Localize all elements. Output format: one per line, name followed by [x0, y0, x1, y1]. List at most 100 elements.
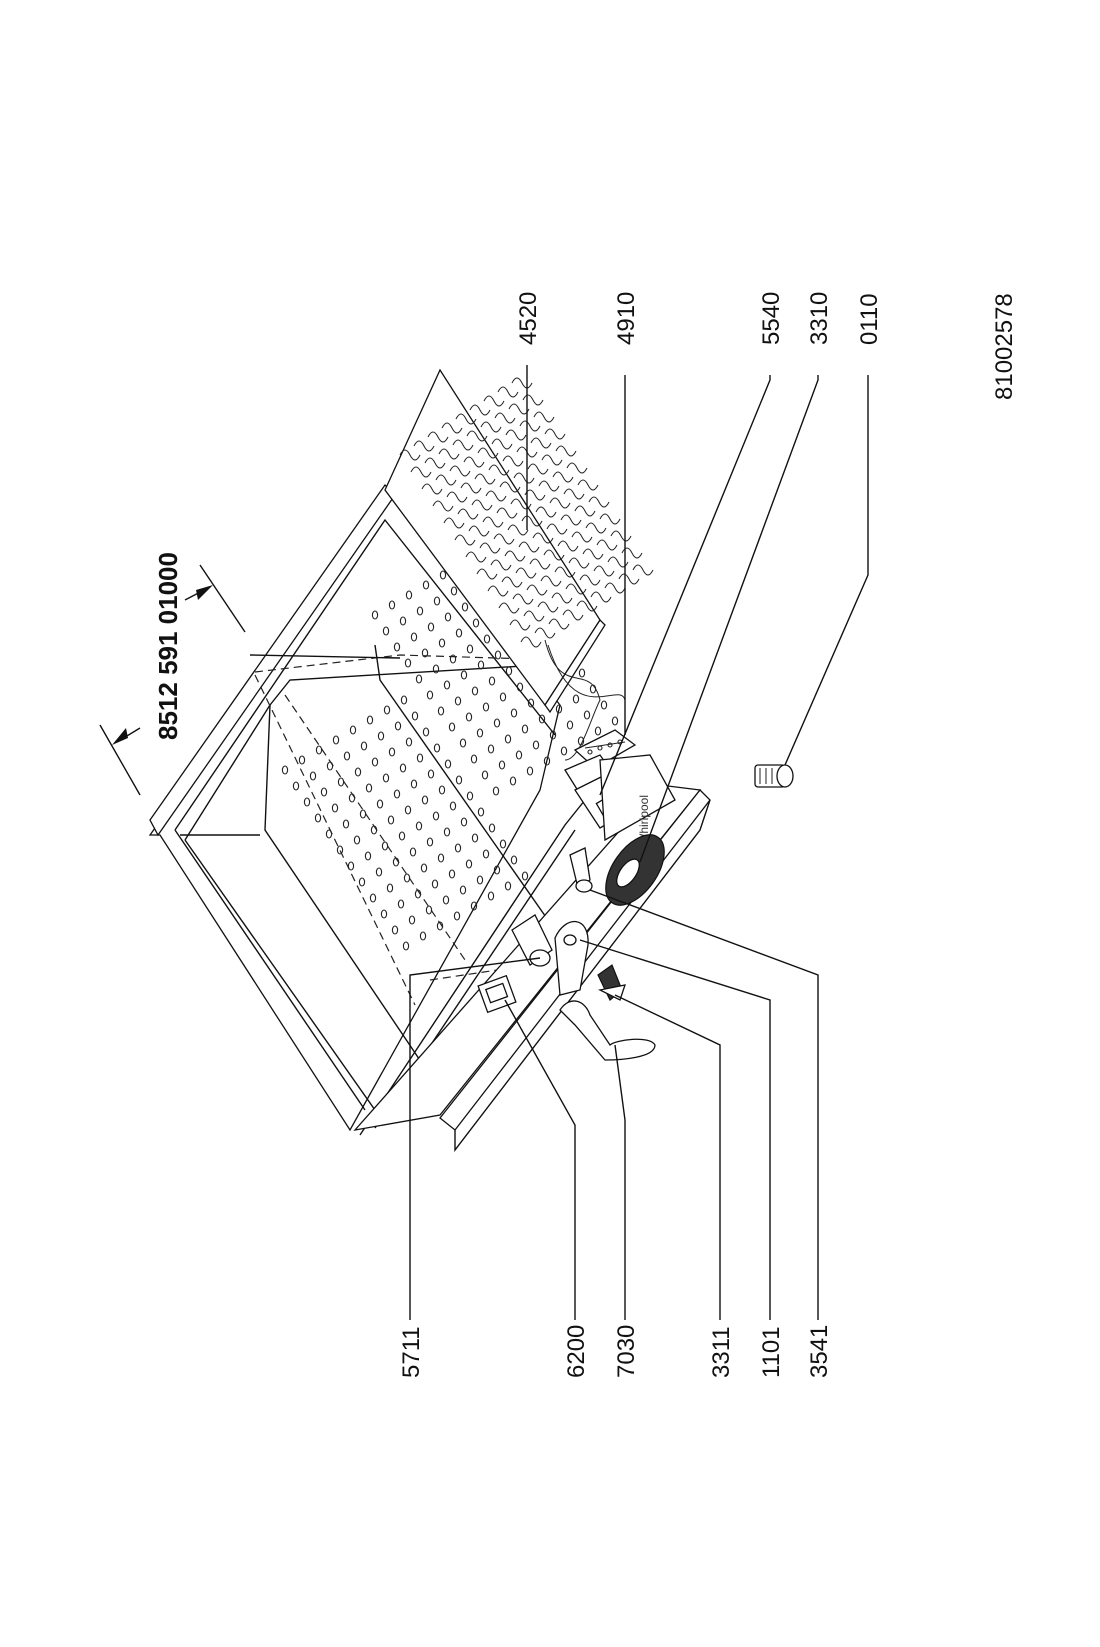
evaporator-coil-segment — [499, 481, 521, 493]
perforation-hole — [364, 851, 372, 861]
perforation-hole — [281, 765, 289, 775]
perforation-hole — [487, 891, 495, 901]
perforation-hole — [492, 786, 500, 796]
evaporator-coil-segment — [596, 539, 618, 551]
perforation-hole — [337, 777, 345, 787]
callout-5540: 5540 — [758, 292, 785, 345]
evaporator-coil-segment — [590, 591, 612, 603]
evaporator-coil-segment — [533, 411, 555, 423]
perforation-hole — [505, 666, 513, 676]
perforation-hole — [432, 664, 440, 674]
perforation-hole — [455, 628, 463, 638]
perforation-hole — [402, 941, 410, 951]
perforation-hole — [532, 740, 540, 750]
evaporator-coil-segment — [604, 582, 626, 594]
evaporator-coil-segment — [455, 413, 477, 425]
perforation-hole — [439, 570, 447, 580]
evaporator-coil-segment — [465, 551, 487, 563]
evaporator-coil-segment — [576, 600, 598, 612]
perforation-hole — [371, 610, 379, 620]
evaporator-coil-segment — [582, 548, 604, 560]
perforation-hole — [422, 727, 430, 737]
perforation-hole — [426, 690, 434, 700]
evaporator-coil-segment — [493, 533, 515, 545]
perforation-hole — [416, 606, 424, 616]
perforation-hole — [325, 829, 333, 839]
perforation-hole — [504, 881, 512, 891]
callout-7030: 7030 — [613, 1325, 640, 1378]
evaporator-coil-segment — [549, 497, 571, 509]
perforation-hole — [365, 783, 373, 793]
perforation-hole — [521, 724, 529, 734]
evaporator-coil-segment — [471, 499, 493, 511]
perforation-hole — [381, 841, 389, 851]
perforation-hole — [411, 711, 419, 721]
perforation-hole — [443, 680, 451, 690]
perforation-hole — [471, 833, 479, 843]
evaporator-coil-segment — [521, 515, 543, 527]
perforation-hole — [460, 670, 468, 680]
perforation-hole — [538, 714, 546, 724]
evaporator-coil-segment — [487, 585, 509, 597]
perforation-hole — [611, 716, 619, 726]
evaporator-coil-segment — [410, 466, 432, 478]
perforation-hole — [488, 676, 496, 686]
assembly-dimension-marker — [99, 564, 246, 796]
perforation-hole — [370, 825, 378, 835]
evaporator-coil-segment — [443, 517, 465, 529]
perforation-hole — [436, 921, 444, 931]
evaporator-coil-segment — [477, 447, 499, 459]
evaporator-coil-segment — [427, 431, 449, 443]
evaporator-coil-segment — [511, 377, 533, 389]
perforation-hole — [354, 767, 362, 777]
evaporator-coil-segment — [494, 412, 516, 424]
perforation-hole — [488, 823, 496, 833]
perforation-hole — [555, 704, 563, 714]
evaporator-coil-segment — [424, 457, 446, 469]
perforation-hole — [391, 925, 399, 935]
assembly-number-label: 8512 591 01000 — [153, 552, 183, 740]
perforation-hole — [437, 853, 445, 863]
evaporator-coil-segment — [579, 574, 601, 586]
perforation-hole — [420, 863, 428, 873]
perforation-hole — [399, 763, 407, 773]
perforation-hole — [369, 893, 377, 903]
perforation-hole — [422, 580, 430, 590]
perforation-hole — [443, 827, 451, 837]
perforation-hole — [416, 753, 424, 763]
callout-0110: 0110 — [856, 293, 883, 345]
perforation-hole — [455, 775, 463, 785]
evaporator-coil-segment — [518, 541, 540, 553]
perforation-hole — [393, 789, 401, 799]
perforation-hole — [359, 809, 367, 819]
perforation-hole — [292, 781, 300, 791]
perforation-hole — [314, 813, 322, 823]
tub-perforations-left — [281, 695, 529, 951]
evaporator-coil-segment — [435, 474, 457, 486]
perforation-hole — [504, 734, 512, 744]
evaporator-coil-segment — [480, 421, 502, 433]
evaporator-coil-segment — [513, 472, 535, 484]
adjustable-foot-part-0110 — [754, 764, 794, 788]
perforation-hole — [347, 861, 355, 871]
perforation-hole — [470, 754, 478, 764]
evaporator-coil-segment — [548, 618, 570, 630]
evaporator-coil-segment — [523, 610, 545, 622]
evaporator-coil-segment — [454, 534, 476, 546]
perforation-hole — [477, 807, 485, 817]
perforation-hole — [394, 721, 402, 731]
perforation-hole — [353, 835, 361, 845]
callout-5711: 5711 — [398, 1326, 425, 1378]
evaporator-coil-segment — [510, 498, 532, 510]
evaporator-coil-segment — [555, 445, 577, 457]
perforation-hole — [466, 644, 474, 654]
evaporator-coil-segment — [522, 394, 544, 406]
evaporator-coil-segment — [485, 490, 507, 502]
evaporator-coil-segment — [446, 491, 468, 503]
perforation-hole — [515, 750, 523, 760]
perforation-hole — [404, 805, 412, 815]
perforation-hole — [572, 694, 580, 704]
perforation-hole — [437, 706, 445, 716]
evaporator-coil-segment — [632, 564, 654, 576]
perforation-hole — [432, 811, 440, 821]
